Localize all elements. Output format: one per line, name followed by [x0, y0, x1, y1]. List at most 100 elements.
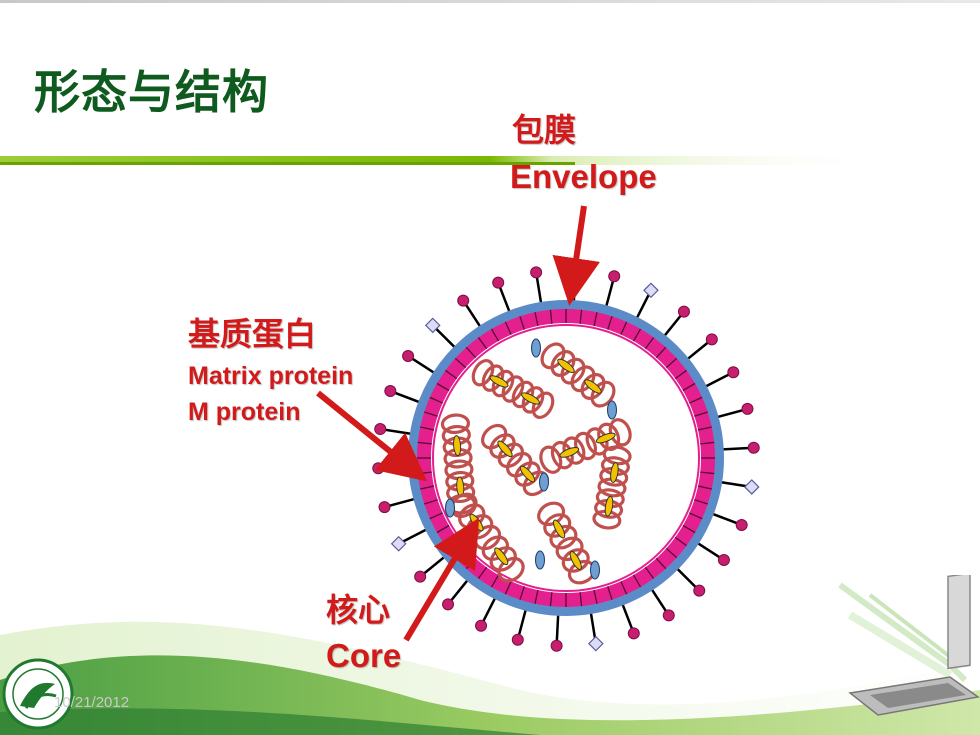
membrane-tick	[519, 316, 525, 330]
spike-head-diamond	[424, 317, 441, 334]
nucleoprotein-oval	[552, 519, 566, 539]
membrane-tick	[549, 309, 553, 324]
spike-head	[705, 333, 718, 346]
nucleoprotein-oval	[569, 551, 582, 570]
polymerase-marker	[445, 498, 455, 518]
membrane-tick	[579, 309, 583, 324]
spike-head-diamond	[390, 535, 407, 552]
membrane-tick	[579, 592, 583, 607]
membrane-tick	[655, 346, 667, 359]
membrane-tick	[694, 499, 708, 505]
membrane-tick	[504, 581, 512, 595]
coil-loop	[608, 418, 632, 447]
spike-head	[511, 633, 524, 646]
nucleoprotein-oval	[453, 435, 462, 457]
spike-head	[662, 609, 675, 622]
spike-head	[608, 270, 621, 283]
spike-head-diamond	[587, 635, 604, 652]
membrane-tick	[632, 328, 642, 342]
helical-segment	[539, 418, 632, 474]
spike-head	[384, 385, 397, 398]
spike-head	[550, 639, 563, 652]
polymerase-marker	[607, 400, 617, 420]
envelope-label-chinese: 包膜	[512, 111, 577, 149]
helical-segment	[537, 501, 596, 585]
spike-head	[693, 584, 706, 597]
membrane-tick	[420, 485, 435, 490]
coil-loop	[550, 440, 574, 470]
membrane-tick	[420, 426, 435, 431]
membrane-tick	[644, 566, 655, 579]
spike-head	[747, 441, 760, 454]
membrane-tick	[620, 321, 628, 335]
membrane-tick	[445, 369, 458, 380]
spike-head	[530, 266, 543, 279]
membrane-tick	[674, 369, 687, 380]
spike-head-diamond	[743, 479, 760, 495]
nucleoprotein-oval	[494, 547, 509, 566]
membrane-tick	[665, 357, 678, 369]
membrane-tick	[477, 337, 488, 350]
helical-segment	[592, 445, 632, 530]
title-underline-shadow	[0, 162, 575, 165]
membrane-tick	[436, 382, 450, 392]
nucleoprotein-oval	[595, 432, 616, 444]
membrane-tick	[620, 581, 628, 595]
core-label-english: Core	[326, 637, 402, 674]
nucleoprotein-oval	[610, 462, 619, 483]
membrane-tick	[519, 586, 525, 600]
slide-title: 形态与结构	[34, 65, 269, 119]
coil-loop	[531, 391, 555, 420]
nucleoprotein-oval	[519, 465, 536, 483]
spike-head	[727, 366, 740, 379]
membrane-tick	[674, 536, 687, 547]
spike-head	[457, 294, 470, 307]
membrane-tick	[534, 589, 539, 604]
membrane-tick	[504, 321, 512, 335]
membrane-tick	[697, 426, 712, 431]
membrane-tick	[593, 312, 598, 327]
spike-head	[735, 518, 748, 531]
membrane-tick	[700, 471, 715, 475]
membrane-tick	[665, 547, 678, 559]
helical-segment	[540, 342, 616, 408]
nucleoprotein-oval	[497, 440, 513, 458]
spike-head	[414, 570, 427, 583]
spike-head	[717, 554, 730, 567]
core-label-chinese: 核心	[326, 591, 391, 629]
membrane-tick	[682, 524, 696, 534]
coil-loop	[543, 513, 572, 538]
membrane-tick	[689, 512, 703, 520]
envelope-label-english: Envelope	[510, 158, 657, 195]
membrane-tick	[429, 396, 443, 404]
polymerase-marker	[531, 338, 541, 358]
nucleoprotein-oval	[604, 495, 614, 517]
spike-head	[741, 402, 754, 415]
matrix-label-abbrev: M protein	[188, 398, 301, 426]
spike-head	[374, 423, 387, 436]
membrane-tick	[593, 589, 598, 604]
matrix-label-chinese: 基质蛋白	[188, 315, 317, 353]
bottom-wave-dark	[0, 708, 540, 735]
envelope-arrow	[552, 205, 601, 306]
membrane-tick	[655, 557, 667, 570]
coil-loop	[539, 445, 563, 474]
polymerase-marker	[535, 550, 545, 570]
university-logo-icon	[2, 658, 74, 730]
matrix-arrow	[316, 390, 428, 482]
title-underline	[0, 156, 890, 165]
helical-segment	[481, 423, 549, 497]
spike-head-diamond	[643, 282, 659, 299]
nucleoprotein-oval	[521, 392, 540, 405]
membrane-tick	[607, 586, 613, 600]
membrane-tick	[424, 411, 438, 417]
membrane-tick	[644, 337, 655, 350]
membrane-tick	[424, 499, 438, 505]
spike-head	[402, 349, 415, 362]
coil-loop	[597, 477, 627, 498]
coil-loop	[440, 413, 471, 435]
spike-head	[442, 598, 455, 611]
